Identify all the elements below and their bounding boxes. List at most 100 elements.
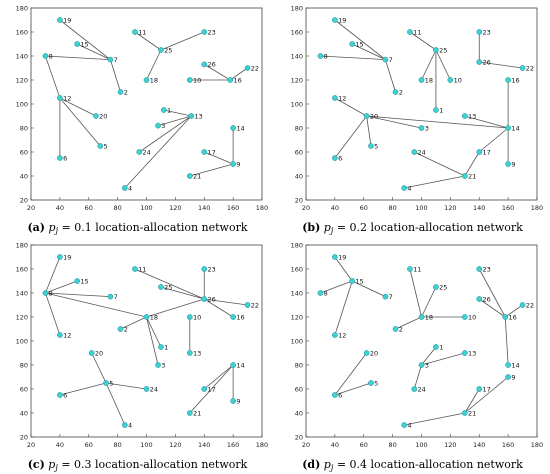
location-point [230,362,236,368]
point-label: 2 [124,88,128,96]
point-label: 11 [413,28,421,36]
allocation-link [146,298,205,318]
location-point [201,266,208,272]
x-tick-label: 60 [360,441,368,449]
point-label: 10 [193,76,201,84]
location-point [461,113,468,119]
point-label: 3 [161,361,165,369]
point-label: 7 [114,56,118,64]
allocation-link [409,31,437,51]
point-label: 23 [482,28,490,36]
location-point [244,65,251,71]
point-label: 7 [389,293,393,301]
x-tick-label: 80 [113,441,121,449]
point-label: 26 [207,295,215,303]
location-point [332,332,338,338]
x-tick-label: 140 [198,204,210,212]
x-tick-label: 120 [444,441,456,449]
location-point [519,65,526,71]
point-label: 17 [482,385,490,393]
location-point [317,53,324,59]
y-tick-label: 40 [295,409,303,417]
location-point [121,422,128,428]
location-point [332,155,338,161]
location-point [230,398,236,404]
allocation-link [157,115,192,126]
point-label: 2 [399,325,403,333]
point-label: 20 [370,349,378,357]
point-label: 23 [207,265,215,273]
location-point [505,374,511,380]
x-tick-label: 60 [85,204,93,212]
allocation-link [45,55,61,99]
allocation-link [45,292,147,318]
location-point [505,77,511,83]
location-point [349,41,356,47]
location-point [121,185,128,191]
x-tick-label: 80 [113,204,121,212]
location-point [143,314,150,320]
location-point [132,29,138,35]
point-label: 12 [338,331,346,339]
location-point [476,29,483,35]
location-point [158,284,164,290]
location-point [411,149,418,155]
location-point [407,266,413,272]
point-label: 8 [324,52,328,60]
location-point [418,77,425,83]
location-point [136,149,143,155]
location-point [433,47,439,53]
x-tick-label: 160 [502,204,514,212]
point-label: 23 [207,28,215,36]
location-point [461,173,468,179]
allocation-link [160,286,205,300]
point-label: 16 [236,313,244,321]
point-label: 3 [425,124,429,132]
location-point [186,173,193,179]
point-label: 24 [142,148,150,156]
allocation-link [146,316,162,348]
y-tick-label: 140 [16,52,28,60]
location-point [317,290,324,296]
location-point [201,386,208,392]
allocation-link [204,64,231,81]
allocation-link [204,298,248,306]
y-tick-label: 100 [16,100,28,108]
point-label: 9 [236,160,240,168]
y-tick-label: 80 [295,124,303,132]
allocation-link [45,280,78,294]
allocation-link [413,364,422,390]
point-label: 10 [454,76,462,84]
allocation-link [334,382,372,396]
allocation-link [189,364,234,414]
allocation-link [106,382,147,390]
point-label: 3 [425,361,429,369]
point-label: 21 [193,172,201,180]
point-label: 24 [417,148,425,156]
location-point [201,296,208,302]
x-tick-label: 60 [85,441,93,449]
location-point [107,56,114,63]
location-point [158,344,164,350]
point-label: 3 [161,122,165,130]
y-tick-label: 180 [16,4,28,12]
allocation-link [435,49,451,81]
allocation-link [45,55,111,60]
location-point [363,113,370,119]
allocation-link [352,280,386,297]
allocation-link [160,31,205,51]
point-label: 11 [138,28,146,36]
location-point [143,386,150,392]
allocation-link [334,352,367,396]
y-tick-label: 20 [295,196,303,204]
x-tick-label: 100 [140,441,152,449]
point-label: 4 [128,184,132,192]
location-point [332,254,338,260]
allocation-link [124,115,192,189]
x-tick-label: 140 [473,204,485,212]
point-label: 5 [104,142,108,150]
location-point [461,314,468,320]
location-point [411,386,418,392]
